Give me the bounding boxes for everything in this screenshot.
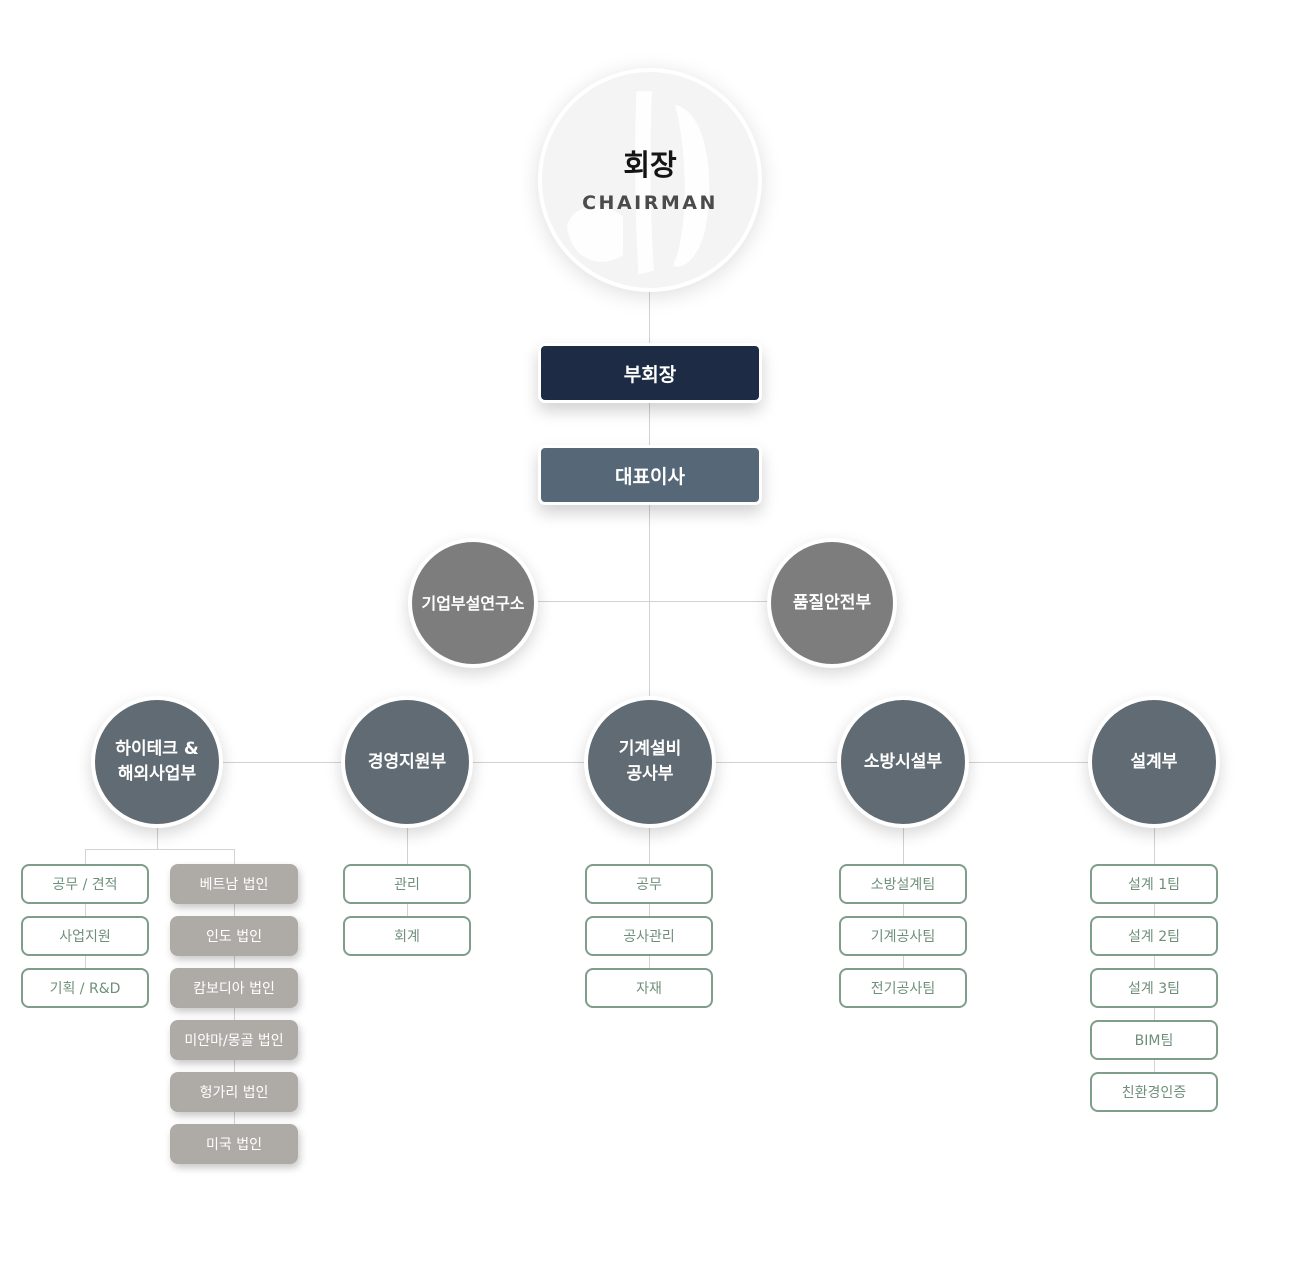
connector-hitech-split: [85, 849, 235, 850]
team-label: 친환경인증: [1121, 1085, 1187, 1101]
team-box: 전기공사팀: [839, 968, 967, 1008]
team-label: 소방설계팀: [870, 877, 936, 893]
quality-safety-node: 품질안전부: [767, 538, 897, 668]
quality-safety-label: 품질안전부: [792, 592, 872, 613]
team-box: 공사관리: [585, 916, 713, 956]
team-label: 기계공사팀: [870, 929, 936, 945]
corporation-label: 헝가리 법인: [199, 1085, 269, 1101]
connector-chairman-vice: [649, 290, 650, 345]
division-fire-facilities: 소방시설부: [837, 696, 969, 828]
research-institute-label: 기업부설연구소: [421, 593, 525, 613]
division-design: 설계부: [1088, 696, 1220, 828]
ceo-label: 대표이사: [615, 465, 685, 488]
team-label: 전기공사팀: [870, 981, 936, 997]
division-label: 경영지원부: [367, 751, 447, 772]
division-hitech-overseas: 하이테크 & 해외사업부: [91, 696, 223, 828]
team-label: 설계 2팀: [1128, 929, 1180, 945]
team-box: 공무: [585, 864, 713, 904]
team-box: 사업지원: [21, 916, 149, 956]
chairman-node: 회장 CHAIRMAN: [538, 68, 762, 292]
vice-chairman-label: 부회장: [623, 363, 677, 386]
team-box: 회계: [343, 916, 471, 956]
company-logo-watermark: [567, 91, 710, 275]
team-label: 사업지원: [59, 929, 111, 945]
connector-hitech-down: [157, 826, 158, 850]
corporation-label: 캄보디아 법인: [193, 981, 275, 997]
corporation-box: 헝가리 법인: [170, 1072, 298, 1112]
chairman-title-ko: 회장: [623, 148, 677, 182]
team-box: BIM팀: [1090, 1020, 1218, 1060]
connector-mech-teams: [649, 826, 650, 988]
team-label: 회계: [394, 929, 420, 945]
division-mechanical-construction: 기계설비 공사부: [584, 696, 716, 828]
ceo-node: 대표이사: [538, 445, 762, 505]
team-box: 설계 2팀: [1090, 916, 1218, 956]
team-box: 공무 / 견적: [21, 864, 149, 904]
team-label: 공사관리: [623, 929, 675, 945]
team-box: 관리: [343, 864, 471, 904]
team-label: 관리: [394, 877, 420, 893]
division-label: 하이테크 & 해외사업부: [115, 739, 199, 784]
research-institute-node: 기업부설연구소: [408, 538, 538, 668]
team-box: 친환경인증: [1090, 1072, 1218, 1112]
team-box: 설계 3팀: [1090, 968, 1218, 1008]
connector-design-teams: [1154, 826, 1155, 1092]
team-box: 기획 / R&D: [21, 968, 149, 1008]
corporation-box: 베트남 법인: [170, 864, 298, 904]
corporation-label: 미국 법인: [206, 1137, 262, 1153]
corporation-label: 미얀마/몽골 법인: [184, 1033, 284, 1049]
connector-fire-teams: [903, 826, 904, 988]
vice-chairman-node: 부회장: [538, 343, 762, 403]
team-box: 자재: [585, 968, 713, 1008]
team-label: 자재: [636, 981, 662, 997]
corporation-box: 미얀마/몽골 법인: [170, 1020, 298, 1060]
corporation-box: 미국 법인: [170, 1124, 298, 1164]
team-label: 기획 / R&D: [49, 981, 121, 997]
corporation-box: 캄보디아 법인: [170, 968, 298, 1008]
corporation-label: 베트남 법인: [199, 877, 269, 893]
team-label: 공무: [636, 877, 662, 893]
connector-side-units: [535, 601, 768, 602]
team-label: 설계 1팀: [1128, 877, 1180, 893]
team-label: 설계 3팀: [1128, 981, 1180, 997]
corporation-box: 인도 법인: [170, 916, 298, 956]
corporation-label: 인도 법인: [206, 929, 262, 945]
team-label: BIM팀: [1134, 1033, 1174, 1049]
team-box: 기계공사팀: [839, 916, 967, 956]
team-label: 공무 / 견적: [52, 877, 118, 893]
chairman-title-en: CHAIRMAN: [582, 192, 718, 214]
connector-vice-ceo: [649, 402, 650, 447]
connector-ceo-trunk: [649, 504, 650, 700]
division-label: 설계부: [1130, 751, 1178, 772]
division-management-support: 경영지원부: [341, 696, 473, 828]
team-box: 소방설계팀: [839, 864, 967, 904]
team-box: 설계 1팀: [1090, 864, 1218, 904]
division-label: 기계설비 공사부: [618, 739, 682, 784]
division-label: 소방시설부: [863, 751, 943, 772]
